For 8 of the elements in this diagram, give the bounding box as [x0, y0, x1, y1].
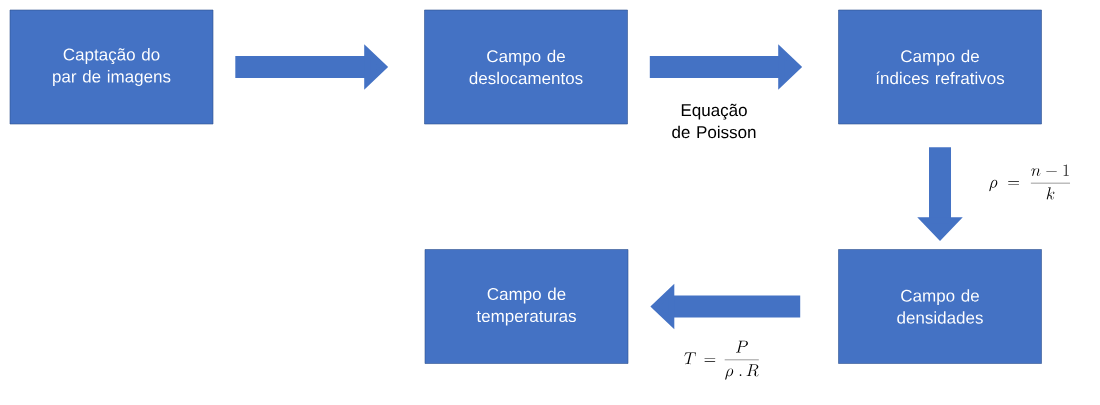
process-box: Campo de índices refrativos — [838, 9, 1042, 125]
formula-label: $T = \frac{P}{\rho\;.\,R}$ — [684, 340, 759, 380]
process-box: Campo de temperaturas — [424, 249, 629, 364]
process-box: Captação do par de imagens — [9, 9, 214, 125]
formula-label: $\rho\, =\, \frac{n-1}{k}$ — [989, 164, 1070, 200]
edge-label: Equação de Poisson — [672, 103, 756, 139]
process-box: Campo de densidades — [838, 249, 1042, 364]
process-box: Campo de deslocamentos — [424, 9, 628, 125]
